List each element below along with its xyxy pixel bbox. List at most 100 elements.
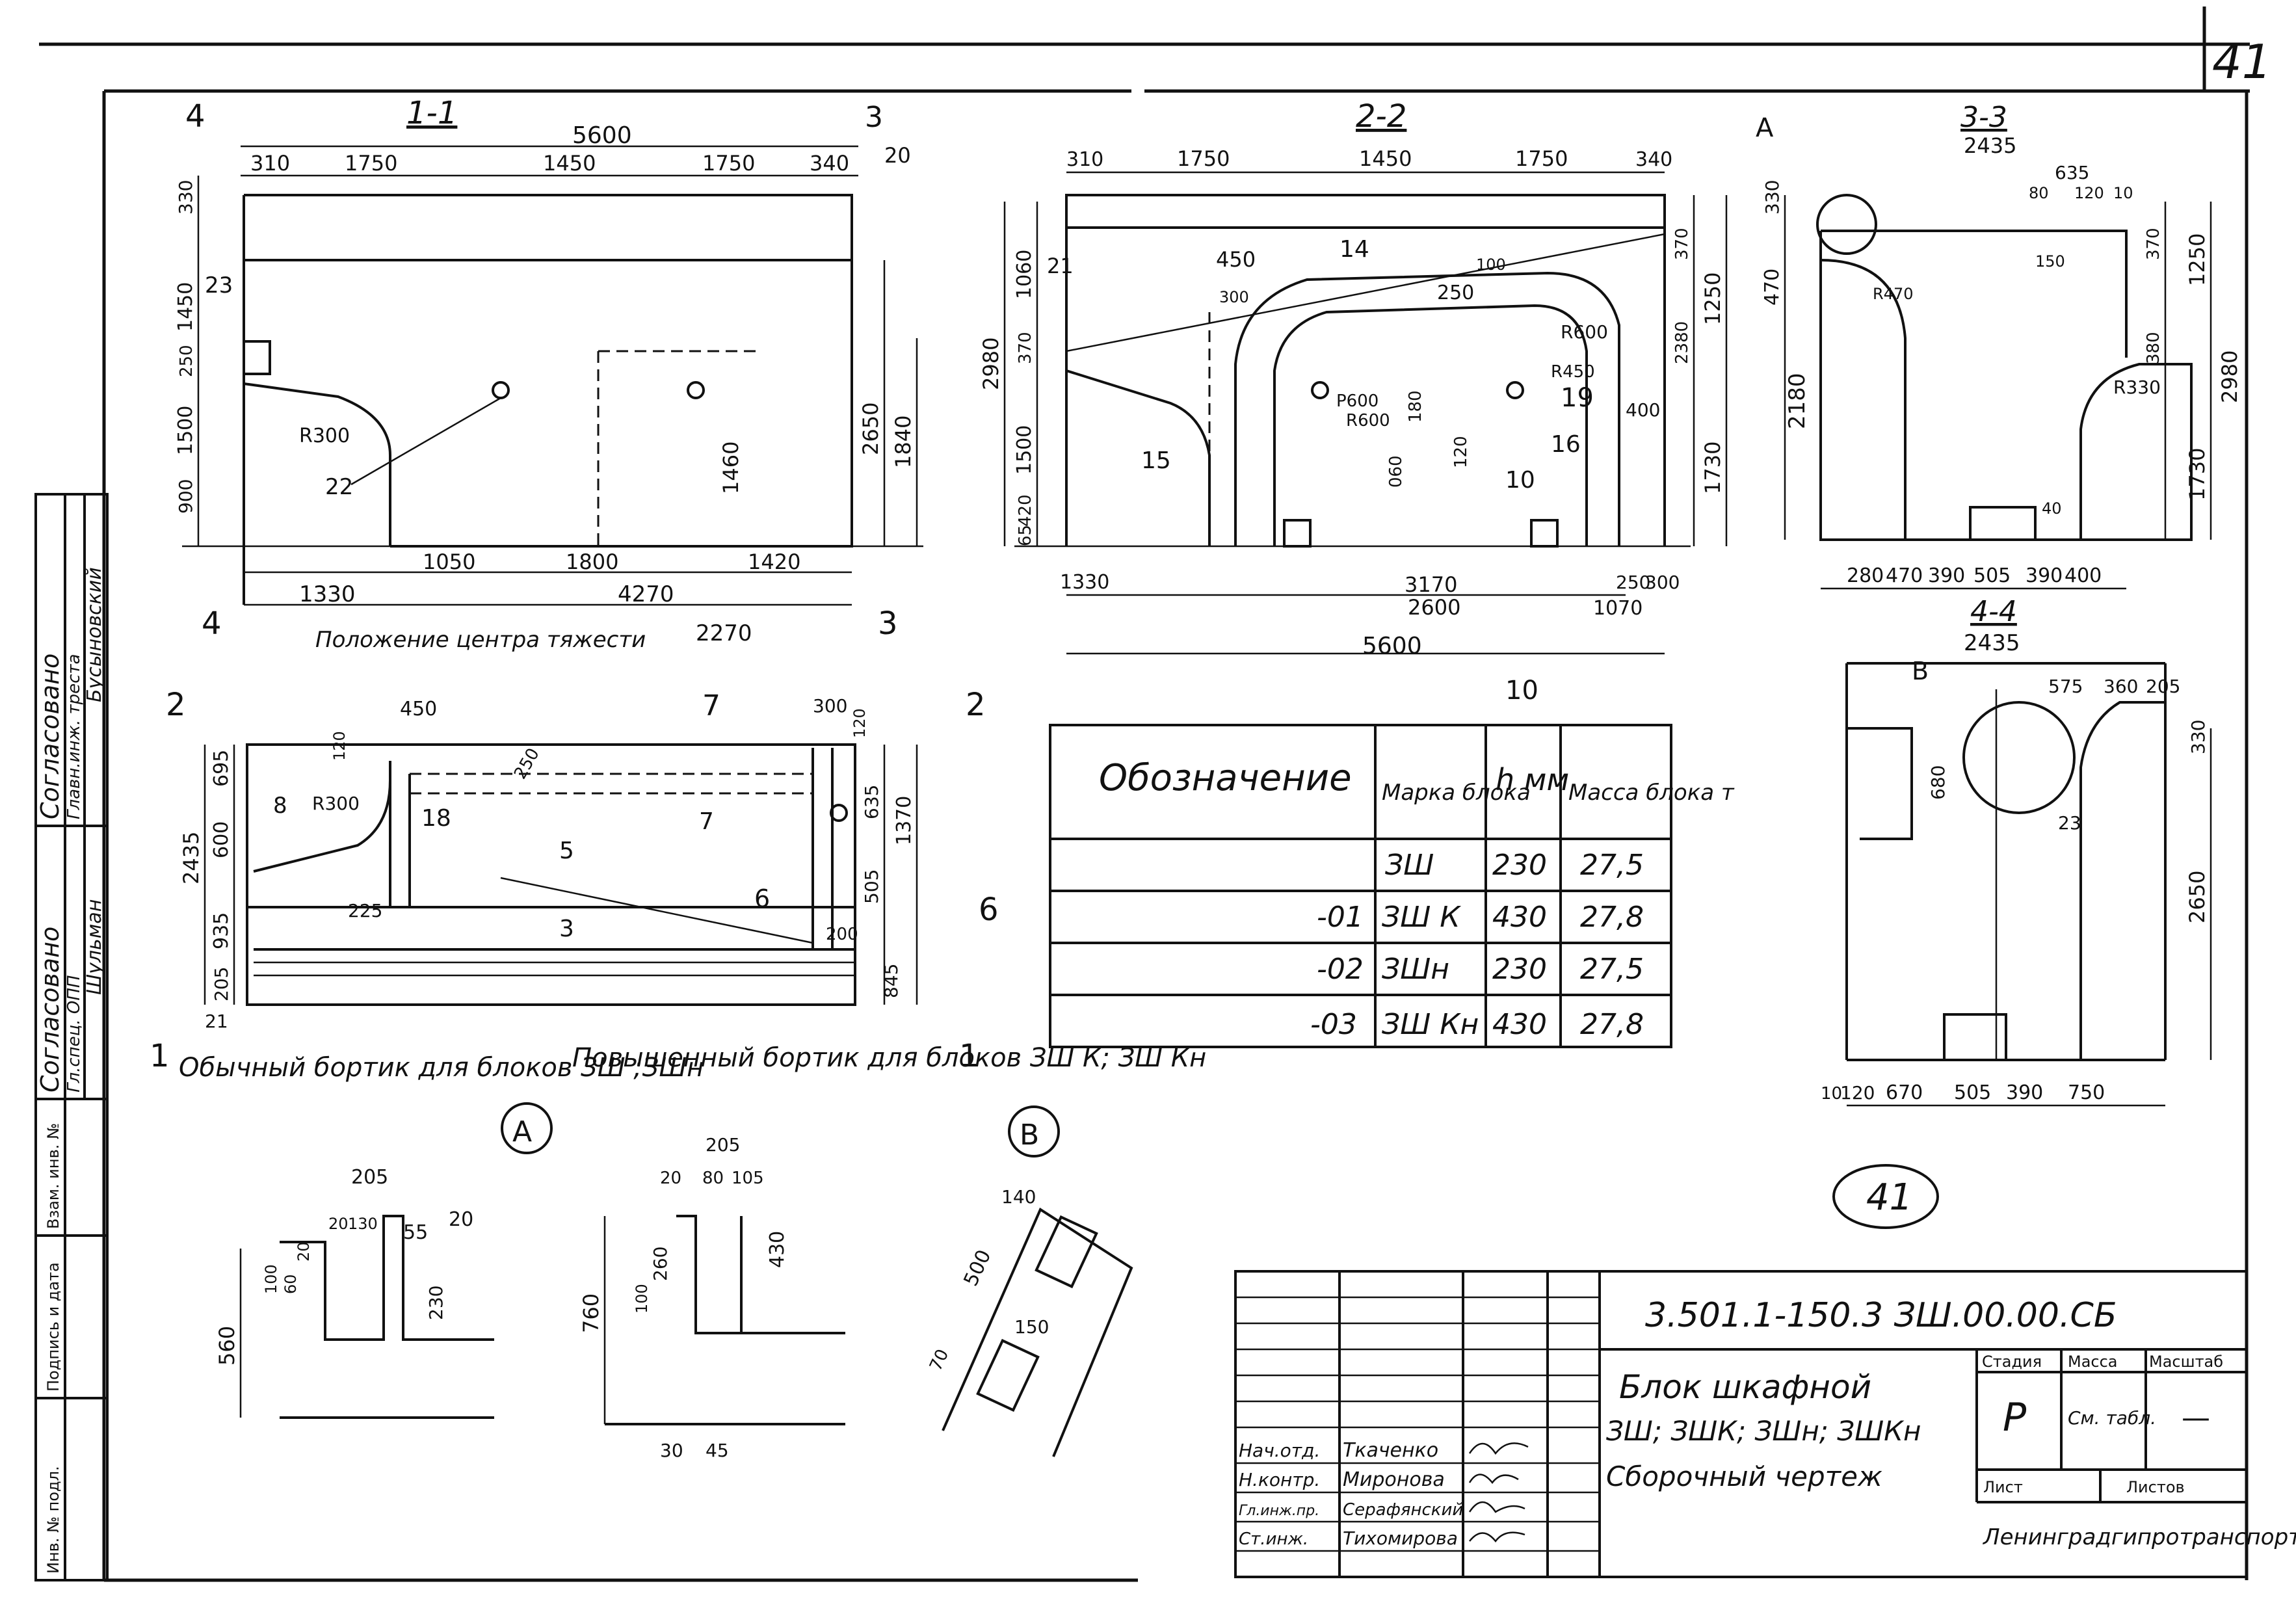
- inner-180: 180: [1406, 390, 1425, 423]
- callout-7: 7: [699, 808, 714, 835]
- dim-30: 30: [660, 1440, 683, 1461]
- bottom-dim-5: 390: [2025, 564, 2063, 587]
- sheet-frame: 41: [39, 7, 2272, 1582]
- callout-8: 8: [273, 793, 287, 819]
- bottom-dim-1: 1330: [299, 581, 356, 607]
- cell-mass: 27,5: [1580, 849, 1644, 882]
- inner-120b: 120: [851, 708, 869, 738]
- detail-B-label: B: [1020, 1118, 1039, 1152]
- right-dim-1: 1250: [1700, 272, 1725, 325]
- staff-name-2: Миронова: [1343, 1468, 1445, 1491]
- left-dim-5: 900: [175, 479, 196, 514]
- inner-300: 300: [813, 695, 847, 717]
- inner-120: 120: [1451, 436, 1471, 468]
- left-dim-3: 935: [210, 912, 233, 949]
- signature-3: [1468, 1501, 1525, 1513]
- inner-225: 225: [348, 900, 382, 921]
- section-3-3: 3-3 2435 A 330 470 2180 1250 2980 1730 3…: [1756, 101, 2242, 590]
- section-title: 4-4: [1970, 595, 2017, 628]
- field-sign-date: Подпись и дата: [44, 1262, 62, 1392]
- title-block: Нач.отд. Ткаченко Н.контр. Миронова Гл.и…: [1234, 1270, 2296, 1578]
- dim-20b: 20: [449, 1208, 473, 1231]
- top-dim-2: 1750: [1177, 146, 1230, 171]
- top-dim-3: 205: [2146, 676, 2180, 697]
- right-dim-4: 370: [1672, 228, 1692, 260]
- cut-4-bottom: 4: [202, 605, 222, 642]
- left-dim-1: 680: [1927, 765, 1949, 800]
- cell-designation: -01: [1317, 901, 1364, 934]
- dim-100: 100: [633, 1284, 651, 1314]
- staff-role-2: Н.контр.: [1239, 1469, 1320, 1490]
- inner-250: 250: [510, 745, 544, 783]
- table-row: ЗШ 230 27,5: [1385, 849, 1644, 882]
- right-dim-2: 2980: [2217, 351, 2242, 403]
- dim-45: 45: [706, 1440, 729, 1461]
- cut-6-right: 6: [979, 892, 999, 928]
- cut-4-top: 4: [185, 98, 205, 135]
- cell-mark: ЗШ Кн: [1382, 1008, 1479, 1041]
- bottom-dim-2: 3170: [1405, 572, 1457, 597]
- callout-15: 15: [1141, 447, 1171, 474]
- top-dim-1: 575: [2048, 676, 2083, 697]
- detail-B: B 140 500 150 70: [926, 1105, 1133, 1457]
- callout-10: 10: [1505, 467, 1535, 494]
- bottom-dim-1: 10: [1821, 1084, 1842, 1104]
- right-dim-1: 1250: [2185, 233, 2210, 286]
- spec-table: Обозначение Марка блока h мм Масса блока…: [1049, 724, 1735, 1048]
- agreed2-label: Согласовано: [36, 927, 64, 1092]
- bottom-dim-1: 1330: [1060, 571, 1109, 594]
- stamp-number: 41: [1866, 1176, 1912, 1219]
- bottom-dim-3: 2600: [1408, 595, 1460, 620]
- right-dim-2: 2650: [2185, 871, 2210, 923]
- th-designation: Обозначение: [1099, 757, 1352, 799]
- bottom-dim-1: 280: [1847, 564, 1884, 587]
- section-title: 1-1: [406, 95, 457, 131]
- overall-dim: 2435: [1964, 630, 2020, 656]
- top-dim-2: 80: [2029, 184, 2049, 202]
- right-dim-2: 1370: [893, 796, 916, 845]
- left-dim-3: 2180: [1784, 373, 1810, 429]
- stage-label: Стадия: [1982, 1353, 2042, 1371]
- callout-21: 21: [205, 1011, 228, 1032]
- left-dim-4: 205: [211, 967, 232, 1001]
- inner-40: 40: [2042, 499, 2062, 518]
- left-dim-1: 695: [210, 750, 233, 787]
- section-1-1: 1-1 5600 310 1750 1450 1750 340 1460 R30…: [174, 95, 923, 653]
- right-dim-1: 2650: [858, 403, 883, 455]
- staff-role-1: Нач.отд.: [1239, 1440, 1320, 1461]
- cut-3-top: 3: [865, 101, 883, 134]
- cell-mark: ЗШ К: [1382, 901, 1461, 934]
- bottom-dim-4: 505: [1954, 1081, 1991, 1104]
- callout-20: 20: [884, 143, 911, 168]
- cg-note: Положение центра тяжести: [315, 627, 646, 653]
- left-dim-5: 420: [1016, 494, 1035, 527]
- bottom-dim-2: 470: [1886, 564, 1923, 587]
- th-mark: Марка блока: [1382, 780, 1531, 806]
- inner-250: 250: [1437, 282, 1474, 304]
- dim-20c: 20: [295, 1241, 313, 1262]
- bottom-dim-3: 1800: [566, 549, 618, 574]
- signature-2: [1468, 1474, 1519, 1485]
- left-dim-3: 370: [1016, 332, 1035, 364]
- inner-450: 450: [1216, 247, 1256, 272]
- section-title: 3-3: [1960, 101, 2007, 134]
- dim-500: 500: [960, 1247, 996, 1290]
- cell-designation: -03: [1310, 1008, 1357, 1041]
- right-dim-2: 1730: [1700, 442, 1725, 494]
- sheets-label: Листов: [2126, 1478, 2185, 1496]
- left-dim-4: 1500: [1013, 425, 1036, 475]
- left-dim-2: 1060: [1013, 250, 1036, 299]
- cell-mark: ЗШн: [1382, 953, 1449, 986]
- bottom-dim-3: 670: [1886, 1081, 1923, 1104]
- inner-100: 100: [1476, 256, 1506, 274]
- inner-r300: R300: [312, 793, 360, 814]
- lift-point-1: [1311, 381, 1329, 399]
- agreed2-name: Шульман: [83, 899, 106, 995]
- inner-150: 150: [2035, 252, 2065, 271]
- top-dim-1: 310: [1066, 148, 1103, 171]
- top-dim-4: 1750: [1515, 146, 1568, 171]
- right-dim-4: 845: [880, 964, 902, 998]
- callout-B: B: [1912, 657, 1929, 685]
- cut-3-bottom: 3: [878, 605, 898, 642]
- detail-A-raised: 205 20 80 105 760 100 260 430 30 45: [579, 1134, 845, 1461]
